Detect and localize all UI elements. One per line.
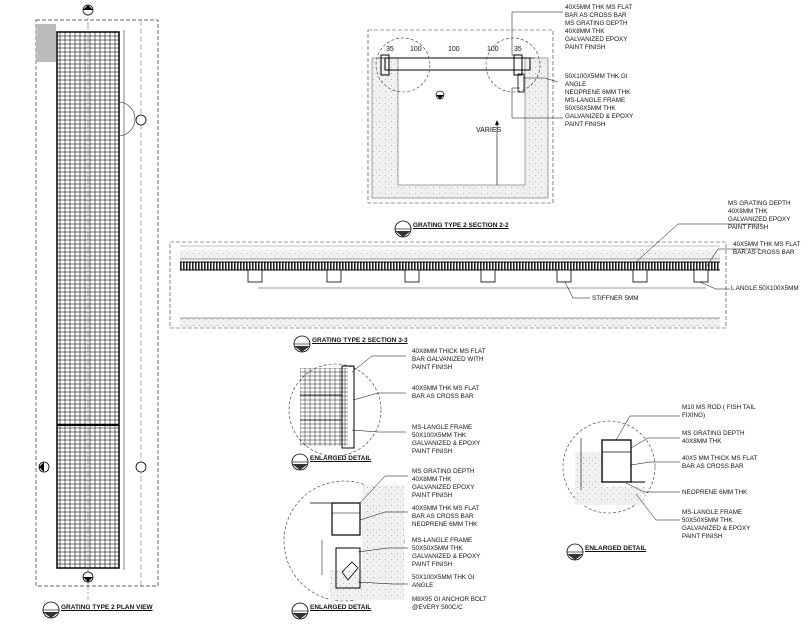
dimension-label: 100	[487, 46, 499, 53]
section-marker-icon	[38, 461, 50, 473]
varies-label: VARIES	[476, 127, 501, 134]
callout-anchor-bolt: M8X95 GI ANCHOR BOLT@EVERY 500C/C	[412, 596, 487, 611]
callout-l-angle: L ANGLE 50X100X5MM	[731, 285, 799, 292]
dimension-label: 100	[448, 46, 460, 53]
section-3-3	[169, 223, 762, 353]
title-bubble-icon	[291, 602, 309, 620]
enlarged-detail-2-title: ENLARGED DETAIL	[310, 604, 372, 611]
dimension-label: 35	[386, 46, 394, 53]
dimension-label: 35	[514, 46, 522, 53]
section-2-2-title: GRATING TYPE 2 SECTION 2-2	[413, 222, 509, 229]
plan-view-title: GRATING TYPE 2 PLAN VIEW	[61, 604, 153, 611]
title-bubble-icon	[42, 601, 60, 619]
enlarged-detail-1-title: ENLARGED DETAIL	[310, 455, 372, 462]
callout-stiffner: STIFFNER 5MM	[592, 295, 639, 302]
enlarged-detail-3-title: ENLARGED DETAIL	[585, 545, 647, 552]
enlarged-detail-3	[562, 415, 680, 561]
title-bubble-icon	[394, 220, 412, 238]
section-3-3-title: GRATING TYPE 2 SECTION 3-3	[312, 337, 408, 344]
enlarged-detail-2	[283, 475, 408, 620]
title-bubble-icon	[291, 453, 309, 471]
title-bubble-icon	[293, 335, 311, 353]
section-2-2: 35 100 100 100 35 VARIES	[367, 11, 563, 238]
section-marker-icon	[82, 4, 94, 16]
plan-view	[35, 4, 159, 619]
title-bubble-icon	[566, 543, 584, 561]
section-marker-icon	[82, 571, 94, 583]
section-marker-icon	[135, 114, 147, 473]
section-marker-icon	[435, 90, 445, 100]
dimension-label: 100	[410, 46, 422, 53]
callout-neoprene: NEOPRENE 6MM THK	[682, 489, 748, 496]
enlarged-detail-1	[288, 355, 406, 471]
